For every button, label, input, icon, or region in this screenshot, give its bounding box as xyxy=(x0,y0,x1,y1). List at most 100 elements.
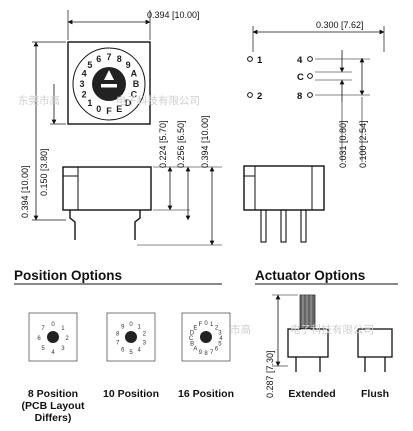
pin-4-label: 4 xyxy=(297,55,303,66)
side-body-outline xyxy=(62,166,152,211)
dial-char: 2 xyxy=(143,332,147,338)
dial-char: 8 xyxy=(116,332,120,338)
dial-char: F xyxy=(198,322,202,328)
dial-char: A xyxy=(131,69,138,79)
dial-char: 1 xyxy=(138,325,142,331)
position-10-label: 10 Position xyxy=(103,388,159,400)
dial-char: 4 xyxy=(138,347,142,353)
watermark-1: 东莞市高 xyxy=(18,94,60,107)
actuator-flush: Flush xyxy=(357,328,393,400)
dial-char: 2 xyxy=(65,336,69,342)
dial-char: 3 xyxy=(61,346,65,352)
dial-char: 0 xyxy=(129,322,133,328)
dial-char: 4 xyxy=(82,69,87,79)
position-8-sublabel: (PCB Layout xyxy=(22,400,86,412)
right-pin xyxy=(134,210,141,240)
dial-char: 0 xyxy=(51,322,55,328)
dial-char: D xyxy=(125,98,132,108)
pin-layout: 0.300 [7.62] 1 4 C 2 8 0.031 [0.80] 0.10… xyxy=(247,20,385,168)
watermark-4: 电子科技有限公司 xyxy=(290,323,374,336)
dial-char: 9 xyxy=(199,350,203,356)
left-pin xyxy=(69,210,76,240)
knob-slot xyxy=(101,84,117,88)
body-height-label: 0.394 [10.00] xyxy=(20,165,30,218)
knob-arrow-icon xyxy=(104,70,114,80)
dial-char: D xyxy=(190,330,195,336)
dial-char: 5 xyxy=(218,342,222,348)
dial-char: 0 xyxy=(204,321,208,327)
dim-394-vertical-label: 0.394 [10.00] xyxy=(200,115,210,168)
dial-char: B xyxy=(190,342,194,348)
dial-char: 1 xyxy=(87,98,92,108)
dial-char: 4 xyxy=(219,336,223,342)
dial-char: 9 xyxy=(126,60,131,70)
dial-char: 7 xyxy=(41,326,45,332)
dial-char: 5 xyxy=(129,350,133,356)
dial-char: 8 xyxy=(117,54,122,64)
rotary-dial-outer xyxy=(72,47,146,121)
top-width-label: 0.394 [10.00] xyxy=(147,10,200,20)
pin-8-label: 8 xyxy=(297,91,302,102)
dial-char: C xyxy=(189,336,194,342)
actuator-height-dimension: 0.287 [7.30] xyxy=(265,294,298,398)
dial-char: 6 xyxy=(121,347,125,353)
dial-char: 2 xyxy=(215,325,219,331)
watermark-2: 电子科技有限公司 xyxy=(116,94,200,107)
dim-256-label: 0.256 [6.50] xyxy=(176,120,186,168)
actuator-height-label: 0.287 [7.30] xyxy=(265,350,275,398)
dial-char: C xyxy=(131,89,138,99)
position-16-label: 16 Position xyxy=(178,388,234,400)
switch-body-outline xyxy=(67,41,151,125)
actuator-extended: Extended xyxy=(287,294,336,400)
dim-224-label: 0.224 [5.70] xyxy=(158,120,168,168)
left-dimensions: 0.394 [10.00] 0.150 [3.80] xyxy=(20,41,66,221)
dial-char: 4 xyxy=(51,350,55,356)
height-dimensions: 0.224 [5.70] 0.256 [6.50] 0.394 [10.00] xyxy=(137,115,222,246)
dial-char: 6 xyxy=(96,54,101,64)
flush-label: Flush xyxy=(361,388,389,400)
pin-offset-label: 0.150 [3.80] xyxy=(39,148,49,196)
pin-c-label: C xyxy=(297,72,304,83)
dial-char: E xyxy=(193,325,197,331)
dial-char: 2 xyxy=(82,89,87,99)
dim-031-label: 0.031 [0.80] xyxy=(338,120,348,168)
position-options-heading: Position Options xyxy=(14,268,122,283)
dial-char: 1 xyxy=(210,322,214,328)
dial-char: F xyxy=(106,106,112,116)
dial-char: 8 xyxy=(204,351,208,357)
right-side-view xyxy=(243,165,325,243)
position-8-label: 8 Position xyxy=(28,388,78,400)
dial-char: 1 xyxy=(61,326,65,332)
extended-label: Extended xyxy=(288,388,335,400)
dial-char: 0 xyxy=(96,104,101,114)
dial-char: 6 xyxy=(37,336,41,342)
dial-char: 3 xyxy=(218,330,222,336)
dial-char: 5 xyxy=(41,346,45,352)
dial-char: E xyxy=(116,104,122,114)
dial-char: 7 xyxy=(116,340,120,346)
pin-1-label: 1 xyxy=(257,55,263,66)
side-pin-1 xyxy=(260,209,267,243)
pin-2-label: 2 xyxy=(257,91,262,102)
dial-char: 6 xyxy=(215,347,219,353)
dial-char: A xyxy=(193,347,197,353)
dim-100-label: 0.100 [2.54] xyxy=(358,120,368,168)
dial-char: 7 xyxy=(210,350,214,356)
dial-char: 9 xyxy=(121,325,125,331)
pin-pitch-label: 0.300 [7.62] xyxy=(316,20,364,30)
dial-char: 7 xyxy=(106,52,111,62)
side-pin-3 xyxy=(300,209,307,243)
front-side-view xyxy=(62,166,152,240)
dial-char: 3 xyxy=(79,79,84,89)
dial-char: B xyxy=(133,79,140,89)
position-8-sublabel-2: Differs) xyxy=(35,412,72,424)
actuator-options-heading: Actuator Options xyxy=(255,268,365,283)
